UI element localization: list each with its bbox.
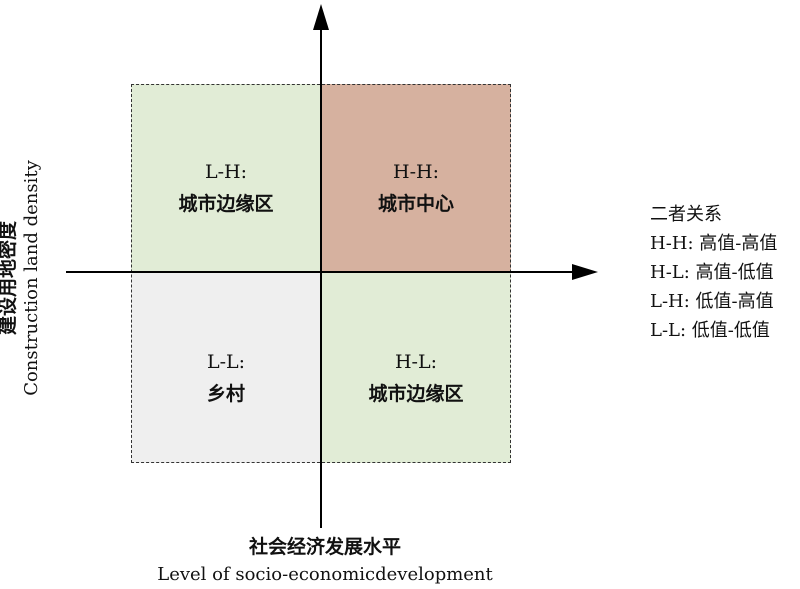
y-axis-arrow-icon [313,4,329,30]
legend-title: 二者关系 [650,204,722,225]
legend-item: L-L: 低值-低值 [650,320,770,341]
legend-item: L-H: 低值-高值 [650,291,774,312]
quadrant-name: 城市中心 [377,193,454,215]
quadrant-name: 乡村 [206,383,245,405]
relationship-legend: 二者关系 H-H: 高值-高值 H-L: 高值-低值 L-H: 低值-高值 L-… [650,200,777,345]
quadrant-label-high-high: H-H: 城市中心 [321,156,511,220]
legend-item: H-H: 高值-高值 [650,233,778,254]
quadrant-low-high [131,84,321,273]
quadrant-low-low [131,273,321,463]
legend-item: H-L: 高值-低值 [650,262,774,283]
y-axis-label-chinese: 建设用地密度 [0,221,19,336]
x-axis-arrow-icon [572,264,598,280]
quadrant-label-low-low: L-L: 乡村 [131,346,321,410]
quadrant-code: L-L: [206,351,246,373]
quadrant-high-low [321,273,511,463]
quadrant-name: 城市边缘区 [178,193,274,215]
quadrant-code: H-H: [393,161,439,183]
quadrant-code: H-L: [394,351,437,373]
x-axis-label-chinese: 社会经济发展水平 [248,536,401,558]
quadrant-name: 城市边缘区 [368,383,464,405]
quadrant-code: L-H: [204,161,247,183]
x-axis-label-english: Level of socio-economicdevelopment [157,564,493,585]
quadrant-label-high-low: H-L: 城市边缘区 [321,346,511,410]
y-axis-label-english: Construction land density [21,160,42,396]
quadrant-high-high [321,84,511,273]
quadrant-label-low-high: L-H: 城市边缘区 [131,156,321,220]
